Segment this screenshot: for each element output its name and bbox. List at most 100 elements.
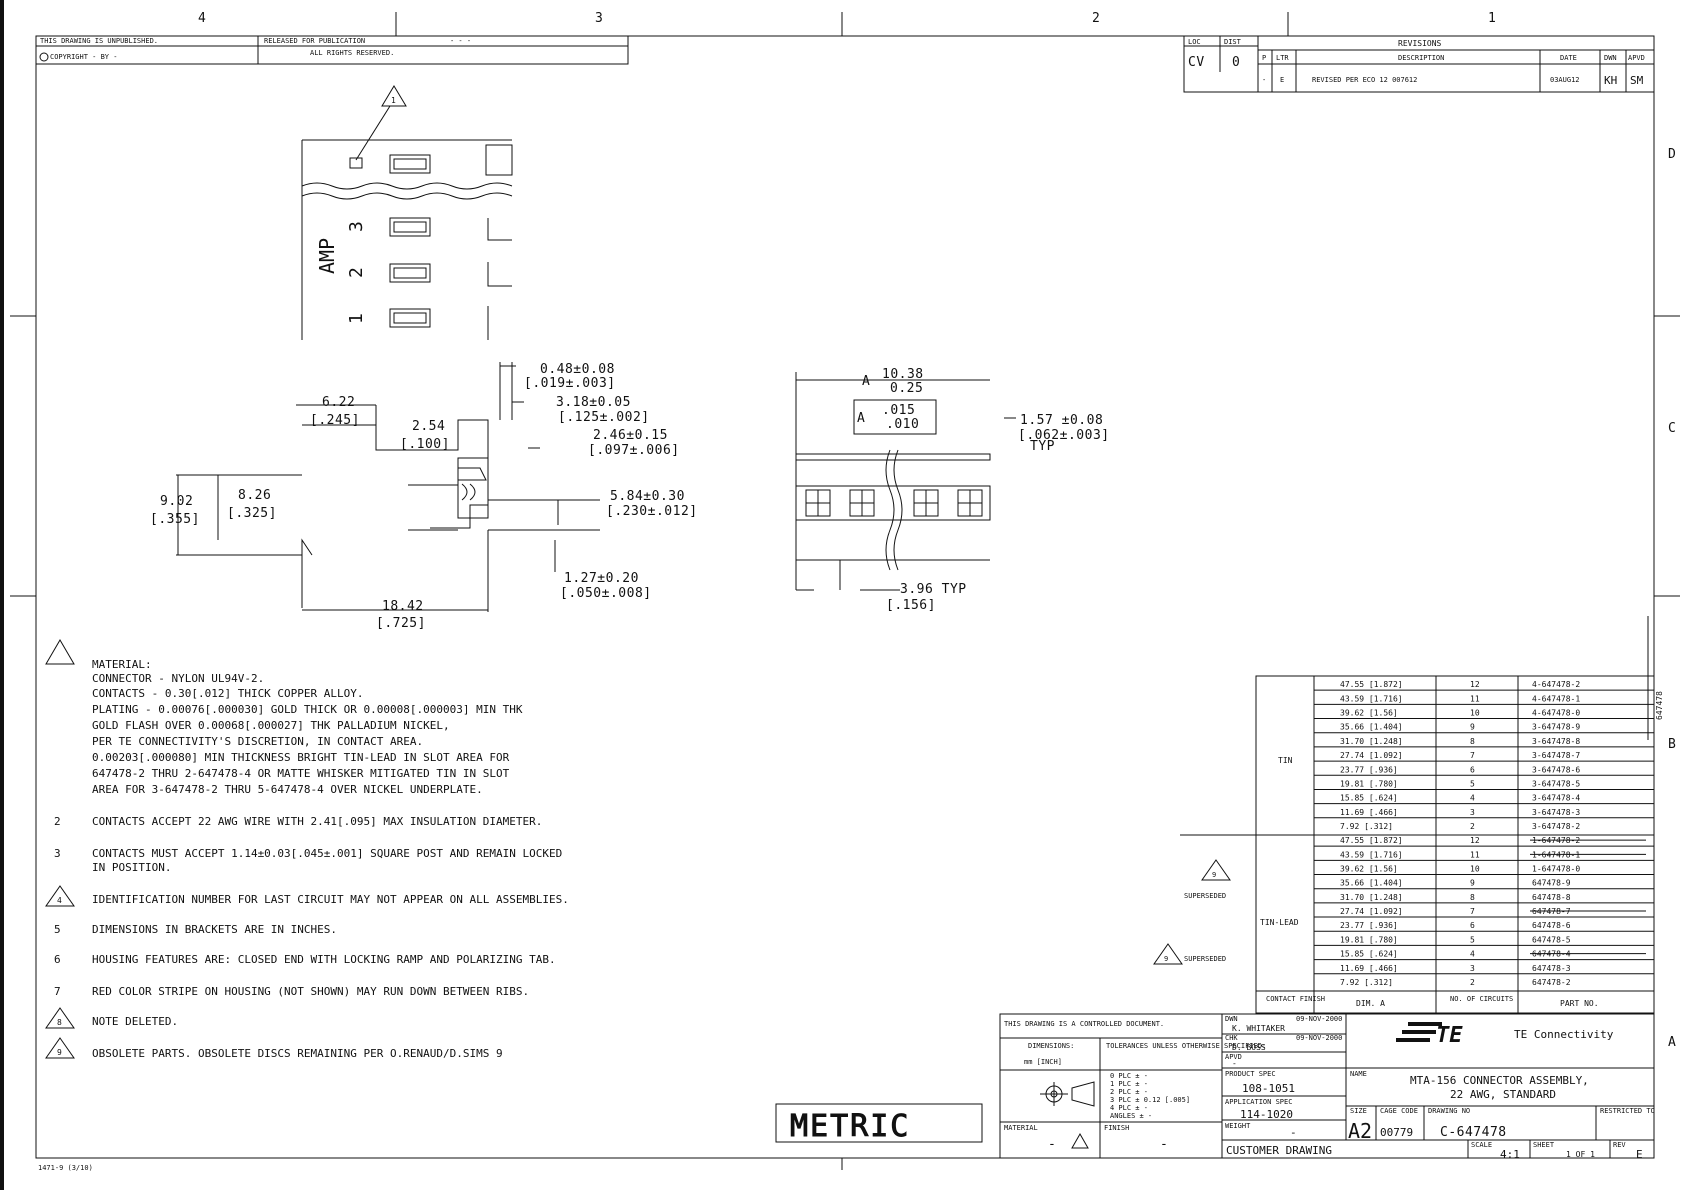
zone-dividers (10, 12, 1680, 1170)
svg-text:DATE: DATE (1560, 54, 1577, 62)
superseded-label: SUPERSEDED (1184, 892, 1226, 900)
row-circuits: 6 (1470, 765, 1475, 774)
part-table: TIN TIN-LEAD 9 SUPERSEDED 9 SUPERSEDED C… (1153, 675, 1655, 1014)
row-dim: 31.70 [1.248] (1340, 893, 1403, 902)
svg-text:APVD: APVD (1225, 1053, 1242, 1061)
row-part-number: 647478-8 (1532, 893, 1571, 902)
svg-text:2: 2 (54, 815, 61, 828)
row-circuits: 3 (1470, 964, 1475, 973)
dim-d4-inch: [.245] (310, 413, 360, 428)
note-flag-icon (45, 639, 75, 665)
dim-d5: 2.54 (412, 419, 445, 434)
svg-text:7: 7 (54, 985, 61, 998)
tinlead-label: TIN-LEAD (1260, 918, 1299, 927)
unpublished-text: THIS DRAWING IS UNPUBLISHED. (40, 37, 158, 45)
svg-text:-: - (1160, 1137, 1168, 1152)
row-dim: 19.81 [.780] (1340, 935, 1398, 944)
note-flag-1 (381, 85, 407, 107)
row-dim: 35.66 [1.404] (1340, 723, 1403, 732)
svg-text:CHK: CHK (1225, 1034, 1238, 1042)
svg-text:9: 9 (57, 1048, 62, 1057)
sheet-border (35, 35, 1655, 1159)
housing-front-view: A 10.38 0.25 A .015 .010 1.57 ±0.08 [.06… (795, 367, 1110, 613)
application-spec: 114-1020 (1240, 1108, 1293, 1121)
svg-text:P: P (1262, 54, 1266, 62)
dim-d12-typ: TYP (1030, 439, 1055, 454)
row-dim: 31.70 [1.248] (1340, 737, 1403, 746)
row-dim: 47.55 [1.872] (1340, 836, 1403, 845)
revision-letter: E (1636, 1148, 1643, 1161)
svg-text:A: A (857, 411, 865, 426)
drawn-by: K. WHITAKER (1232, 1024, 1285, 1033)
svg-text:AREA FOR 3-647478-2 THRU 5-647: AREA FOR 3-647478-2 THRU 5-647478-4 OVER… (92, 783, 483, 796)
row-part-number: 3-647478-3 (1532, 808, 1580, 817)
row-dim: 39.62 [1.56] (1340, 865, 1398, 874)
row-circuits: 8 (1470, 893, 1475, 902)
dim-d9: 1.27±0.20 (564, 571, 639, 586)
dim-d1: 0.48±0.08 (540, 362, 615, 377)
row-dim: 15.85 [.624] (1340, 950, 1398, 959)
table-row: 31.70 [1.248] 8 647478-8 (1314, 893, 1654, 904)
dim-d10-inch: [.725] (376, 616, 426, 631)
svg-text:OBSOLETE PARTS. OBSOLETE DISCS: OBSOLETE PARTS. OBSOLETE DISCS REMAINING… (92, 1047, 503, 1060)
svg-text:LOC: LOC (1188, 38, 1201, 46)
zone-col-4: 4 (198, 11, 206, 26)
svg-text:9: 9 (1164, 955, 1168, 963)
projection-symbol-icon (1040, 1081, 1095, 1107)
row-circuits: 11 (1470, 850, 1480, 859)
header-circuits: NO. OF CIRCUITS (1450, 995, 1513, 1003)
tin-label: TIN (1278, 756, 1293, 765)
svg-text:FINISH: FINISH (1104, 1124, 1129, 1132)
svg-text:LTR: LTR (1276, 54, 1289, 62)
svg-text:DWN: DWN (1604, 54, 1617, 62)
svg-text:RESTRICTED TO: RESTRICTED TO (1600, 1107, 1655, 1115)
svg-text:DIMENSIONS:: DIMENSIONS: (1028, 1042, 1074, 1050)
zone-row-c: C (1668, 421, 1676, 436)
dim-d5-inch: [.100] (400, 437, 450, 452)
housing-side-view: 0.48±0.08 [.019±.003] 3.18±0.05 [.125±.0… (150, 362, 697, 631)
svg-text:09-NOV-2000: 09-NOV-2000 (1296, 1015, 1342, 1023)
row-circuits: 10 (1470, 865, 1480, 874)
row-circuits: 9 (1470, 879, 1475, 888)
row-part-number: 3-647478-5 (1532, 779, 1580, 788)
superseded-flag-icon (1201, 859, 1231, 881)
row-part-number: 3-647478-9 (1532, 723, 1580, 732)
row-circuits: 9 (1470, 723, 1475, 732)
row-dim: 43.59 [1.716] (1340, 850, 1403, 859)
dim-d13-inch: [.156] (886, 598, 936, 613)
row-dim: 15.85 [.624] (1340, 794, 1398, 803)
zone-row-d: D (1668, 147, 1676, 162)
rights-text: ALL RIGHTS RESERVED. (310, 49, 394, 57)
row-circuits: 2 (1470, 978, 1475, 987)
svg-text:DESCRIPTION: DESCRIPTION (1398, 54, 1444, 62)
row-dim: 43.59 [1.716] (1340, 694, 1403, 703)
edge-marks (0, 0, 4, 1190)
dim-d6: 9.02 (160, 494, 193, 509)
row-part-number: 647478-9 (1532, 879, 1571, 888)
zone-row-a: A (1668, 1035, 1676, 1050)
svg-text:5: 5 (54, 923, 61, 936)
row-circuits: 4 (1470, 950, 1475, 959)
row-part-number: 647478-2 (1532, 978, 1571, 987)
units-text: mm [INCH] (1024, 1058, 1062, 1066)
svg-text:3: 3 (54, 847, 61, 860)
svg-text:SHEET: SHEET (1533, 1141, 1555, 1149)
dim-d12-inch: [.062±.003] (1018, 428, 1110, 443)
row-part-number: 3-647478-6 (1532, 765, 1580, 774)
row-circuits: 7 (1470, 907, 1475, 916)
svg-text:2 PLC ± -: 2 PLC ± - (1110, 1088, 1148, 1096)
dim-d4: 6.22 (322, 395, 355, 410)
row-part-number: 3-647478-2 (1532, 822, 1580, 831)
row-dim: 7.92 [.312] (1340, 978, 1393, 987)
row-dim: 47.55 [1.872] (1340, 680, 1403, 689)
dim-d2: 3.18±0.05 (556, 395, 631, 410)
svg-text:0.00203[.000080] MIN THICKNESS: 0.00203[.000080] MIN THICKNESS BRIGHT TI… (92, 751, 510, 764)
svg-text:APPLICATION SPEC: APPLICATION SPEC (1225, 1098, 1292, 1106)
rev-approved: SM (1630, 74, 1644, 87)
zone-col-1: 1 (1488, 11, 1496, 26)
